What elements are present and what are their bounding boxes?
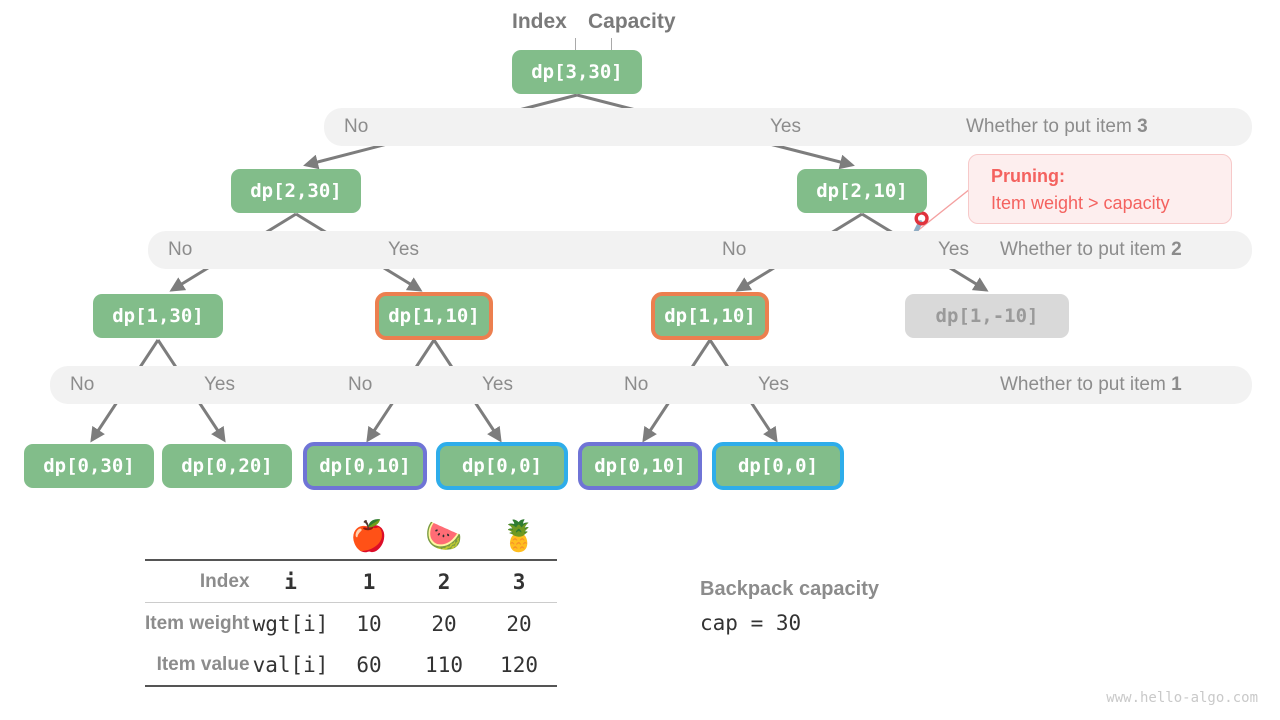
value-value-2: 110 <box>406 644 482 687</box>
band1-choice-yes-3: Yes <box>758 374 789 395</box>
band1-choice-no-1: No <box>70 374 95 395</box>
row-key-weight: wgt[i] <box>252 611 329 636</box>
tree-leaf-dp-0-20[interactable]: dp[0,20] <box>162 444 292 488</box>
item-icon-watermelon: 🍉 <box>425 520 463 553</box>
decision-band-item1 <box>50 366 1252 404</box>
band3-question-number: 3 <box>1137 116 1148 137</box>
tree-node-dp-1-10-right[interactable]: dp[1,10] <box>651 292 769 340</box>
item-icon-apple: 🍎 <box>350 520 388 553</box>
site-watermark: www.hello-algo.com <box>1106 690 1258 706</box>
weight-value-1: 10 <box>356 611 382 636</box>
band3-question-text: Whether to put item <box>966 116 1138 137</box>
weight-value-3: 20 <box>506 611 532 636</box>
item-spec-table: 🍎 🍉 🍍 Index i 1 2 3 Item weight wgt[i] 1… <box>145 515 557 687</box>
band2-question-number: 2 <box>1171 239 1182 260</box>
band1-choice-no-2: No <box>348 374 373 395</box>
tree-node-dp-1-neg10-pruned: dp[1,-10] <box>905 294 1069 338</box>
capacity-tick <box>611 38 612 54</box>
tree-leaf-dp-0-10-a[interactable]: dp[0,10] <box>303 442 427 490</box>
decision-band-item3 <box>324 108 1252 146</box>
band1-choice-no-3: No <box>624 374 649 395</box>
tree-node-dp-2-30[interactable]: dp[2,30] <box>231 169 361 213</box>
band1-choice-yes-2: Yes <box>482 374 513 395</box>
capacity-title: Backpack capacity <box>700 578 880 600</box>
band2-choice-yes-1: Yes <box>388 239 419 260</box>
band3-question: Whether to put item 3 <box>966 108 1148 146</box>
weight-value-2: 20 <box>431 611 457 636</box>
band3-choice-no: No <box>344 116 369 137</box>
pruning-title-line: Pruning: <box>991 163 1231 190</box>
band2-choice-no-2: No <box>722 239 747 260</box>
decision-band-item2 <box>148 231 1252 269</box>
tree-leaf-dp-0-0-b[interactable]: dp[0,0] <box>712 442 844 490</box>
row-label-index: Index <box>145 560 250 603</box>
band3-choice-yes: Yes <box>770 116 801 137</box>
band1-question-text: Whether to put item <box>1000 374 1172 395</box>
tree-node-dp-2-10[interactable]: dp[2,10] <box>797 169 927 213</box>
band2-choice-yes-2: Yes <box>938 239 969 260</box>
row-key-index: i <box>249 560 332 603</box>
table-emoji-header-row: 🍎 🍉 🍍 <box>145 515 557 559</box>
tree-node-root[interactable]: dp[3,30] <box>512 50 642 94</box>
band1-choice-yes-1: Yes <box>204 374 235 395</box>
row-label-weight: Item weight <box>145 612 250 634</box>
pruning-callout: Pruning: Item weight > capacity <box>968 154 1232 224</box>
band1-question-number: 1 <box>1171 374 1182 395</box>
index-value-2: 2 <box>406 560 482 603</box>
tree-leaf-dp-0-0-a[interactable]: dp[0,0] <box>436 442 568 490</box>
capacity-annotation-label: Capacity <box>588 10 676 33</box>
row-label-value: Item value <box>145 644 250 687</box>
index-annotation-label: Index <box>512 10 567 33</box>
index-value-3: 3 <box>481 560 557 603</box>
band2-question-text: Whether to put item <box>1000 239 1172 260</box>
pruning-title: Pruning: <box>991 166 1065 186</box>
tree-leaf-dp-0-10-b[interactable]: dp[0,10] <box>578 442 702 490</box>
band2-choice-no-1: No <box>168 239 193 260</box>
band2-question: Whether to put item 2 <box>1000 231 1182 269</box>
tree-node-dp-1-10-left[interactable]: dp[1,10] <box>375 292 493 340</box>
emoji-key-spacer <box>250 515 332 559</box>
band1-question: Whether to put item 1 <box>1000 366 1182 404</box>
backpack-capacity-block: Backpack capacity cap = 30 <box>700 578 879 635</box>
row-key-value: val[i] <box>249 644 332 687</box>
item-icon-pineapple: 🍍 <box>500 520 538 553</box>
tree-node-dp-1-30[interactable]: dp[1,30] <box>93 294 223 338</box>
value-value-3: 120 <box>481 644 557 687</box>
table-row-weight: Item weight wgt[i] 10 20 20 <box>145 603 557 645</box>
table-row-index: Index i 1 2 3 <box>145 560 557 603</box>
value-value-1: 60 <box>331 644 407 687</box>
capacity-value: cap = 30 <box>700 611 802 635</box>
emoji-row-spacer <box>145 515 250 559</box>
table-row-value: Item value val[i] 60 110 120 <box>145 644 557 687</box>
index-value-1: 1 <box>331 560 407 603</box>
index-tick <box>575 38 576 54</box>
pruning-reason: Item weight > capacity <box>991 193 1170 213</box>
tree-leaf-dp-0-30[interactable]: dp[0,30] <box>24 444 154 488</box>
